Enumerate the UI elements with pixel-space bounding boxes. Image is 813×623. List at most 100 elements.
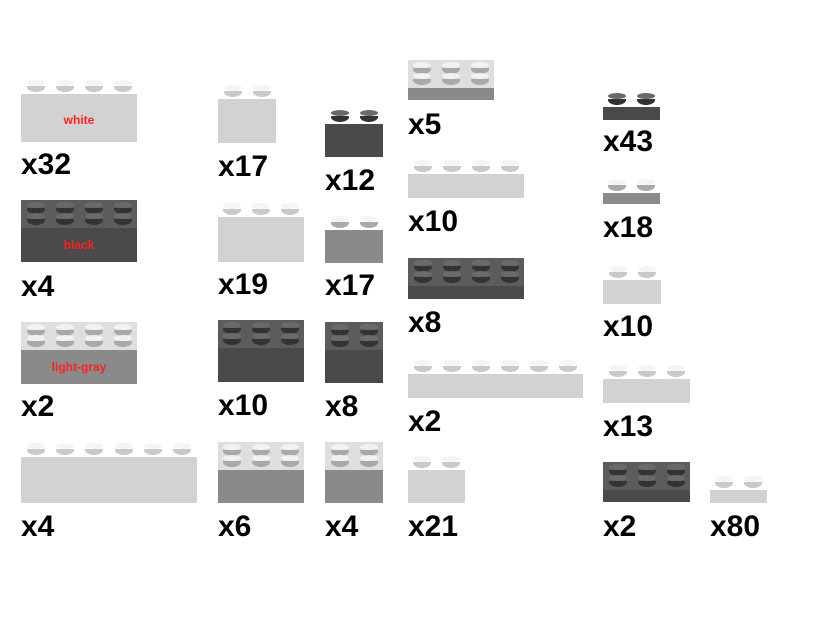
stud	[608, 464, 627, 478]
stud	[442, 271, 461, 285]
stud	[26, 443, 45, 457]
stud	[223, 322, 242, 336]
stud	[55, 202, 74, 216]
brick-body	[408, 174, 524, 198]
stud	[413, 160, 432, 174]
brick-body	[603, 107, 660, 120]
stud	[637, 365, 656, 379]
stud	[26, 213, 45, 227]
brick-body	[408, 374, 583, 398]
stud	[501, 360, 520, 374]
quantity-label: x21	[408, 510, 459, 543]
stud	[223, 85, 242, 99]
quantity-label: x80	[710, 510, 761, 543]
stud	[113, 324, 132, 338]
brick-white-2x1	[218, 85, 276, 143]
brick-white-2x1	[408, 456, 465, 503]
stud	[252, 455, 270, 469]
brick-gray-3x2	[218, 442, 304, 503]
stud	[608, 93, 627, 107]
brick-body	[603, 490, 690, 502]
brick-gray-2x2	[325, 442, 383, 503]
stud	[252, 444, 270, 458]
stud	[252, 85, 271, 99]
stud	[56, 443, 74, 457]
stud	[413, 73, 432, 87]
quantity-label: x17	[218, 150, 269, 183]
quantity-label: x4	[21, 270, 55, 303]
stud	[280, 455, 299, 469]
brick-body	[325, 470, 383, 503]
brick-body	[218, 217, 304, 262]
brick-dark-3x2	[218, 320, 304, 382]
brick-body	[21, 457, 197, 503]
brick-body	[325, 230, 383, 263]
plate-gray-3x2	[408, 60, 494, 100]
plate-dark-2x1	[603, 93, 660, 120]
stud	[26, 335, 45, 349]
stud	[608, 266, 627, 280]
stud	[608, 365, 627, 379]
brick-body	[408, 286, 524, 299]
quantity-label: x4	[325, 510, 359, 543]
quantity-label: x32	[21, 148, 72, 181]
stud	[252, 322, 270, 336]
stud	[26, 202, 45, 216]
quantity-label: x19	[218, 268, 269, 301]
stud	[413, 62, 432, 76]
stud	[442, 62, 460, 76]
stud	[471, 360, 490, 374]
quantity-label: x2	[603, 510, 637, 543]
quantity-label: x4	[21, 510, 55, 543]
stud	[330, 335, 349, 349]
stud	[666, 365, 685, 379]
stud	[85, 443, 104, 457]
stud	[330, 324, 349, 338]
stud	[330, 444, 349, 458]
brick-body	[325, 124, 383, 157]
plate-white-4x1	[408, 160, 524, 198]
quantity-label: x2	[408, 405, 442, 438]
stud	[413, 360, 432, 374]
quantity-label: x17	[325, 269, 376, 302]
stud	[252, 203, 270, 217]
quantity-label: x12	[325, 164, 376, 197]
brick-white-4x1: white	[21, 80, 137, 142]
stud	[359, 324, 378, 338]
stud	[442, 260, 461, 274]
stud	[84, 324, 103, 338]
stud	[359, 110, 378, 124]
stud	[413, 260, 432, 274]
brick-gray-2x1	[325, 216, 383, 263]
stud	[471, 271, 490, 285]
stud	[55, 213, 74, 227]
brick-body	[218, 99, 276, 143]
plate-white-2x1	[710, 476, 767, 503]
quantity-label: x10	[218, 389, 269, 422]
quantity-label: x2	[21, 390, 55, 423]
brick-dark-2x2	[325, 322, 383, 383]
stud	[280, 322, 299, 336]
stud	[84, 80, 103, 94]
brick-body	[710, 490, 767, 503]
stud	[637, 464, 656, 478]
stud	[84, 213, 103, 227]
color-tag: light-gray	[51, 360, 107, 374]
stud	[330, 216, 349, 230]
stud	[666, 464, 685, 478]
quantity-label: x8	[325, 390, 359, 423]
stud	[637, 475, 656, 489]
stud	[359, 335, 378, 349]
plate-gray-2x1	[603, 179, 660, 204]
stud	[500, 260, 519, 274]
stud	[223, 444, 242, 458]
stud	[359, 216, 378, 230]
stud	[55, 80, 74, 94]
stud	[471, 160, 490, 174]
color-tag: black	[63, 238, 95, 252]
brick-dark-4x2: black	[21, 200, 137, 262]
stud	[113, 80, 132, 94]
brick-body	[408, 88, 494, 100]
brick-body	[21, 94, 137, 142]
stud	[173, 443, 192, 457]
